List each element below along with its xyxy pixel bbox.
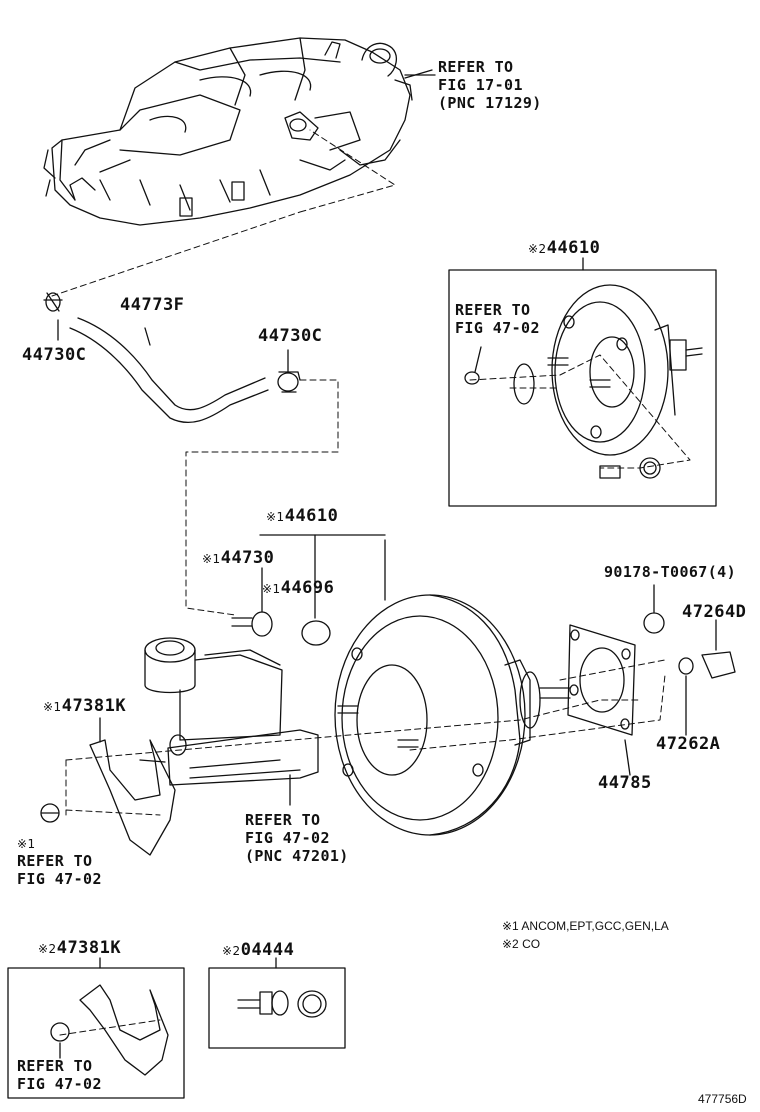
master-cylinder-drawing (144, 637, 319, 806)
part-47381k-co: ※247381K (38, 940, 121, 957)
part-47381k-co-number: 47381K (56, 938, 122, 958)
part-44773f: 44773F (120, 295, 185, 315)
ref-manifold-line3: (PNC 17129) (438, 94, 542, 112)
mark-2: ※2 (38, 942, 57, 956)
ref-left-nut: ※1 REFER TO FIG 47-02 (17, 838, 102, 887)
ref-booster-co-line2: FIG 47-02 (455, 319, 540, 337)
bracket-drawing (40, 717, 176, 856)
ref-bottom-box: REFER TO FIG 47-02 (17, 1059, 102, 1092)
diagram-id: 477756D (698, 1092, 747, 1106)
ref-manifold-line2: FIG 17-01 (438, 76, 523, 94)
gasket-plate-drawing (567, 624, 636, 776)
mark-1: ※1 (262, 582, 281, 596)
co-booster-box-drawing (448, 257, 717, 507)
mark-2: ※2 (222, 944, 241, 958)
part-47264d: 47264D (682, 602, 747, 622)
part-44610-main-number: 44610 (284, 506, 339, 526)
part-47381k: ※147381K (43, 698, 126, 715)
note-mark-2: ※2 CO (502, 937, 541, 951)
bottom-check-valve-box-drawing (208, 957, 346, 1049)
part-44610-main: ※144610 (266, 508, 338, 525)
ref-booster-co-line1: REFER TO (455, 301, 531, 319)
leaders-booster-group (231, 534, 386, 646)
part-44730-number: 44730 (220, 548, 275, 568)
part-04444: ※204444 (222, 942, 294, 959)
ref-bottom-box-line2: FIG 47-02 (17, 1075, 102, 1093)
ref-bottom-box-line1: REFER TO (17, 1057, 93, 1075)
mark-1: ※1 (266, 510, 285, 524)
leader-44773f (144, 327, 151, 346)
brake-booster-drawing (334, 539, 571, 836)
part-44610-co: ※244610 (528, 240, 600, 257)
vacuum-hose-drawing (43, 292, 301, 424)
ref-master-cylinder: REFER TO FIG 47-02 (PNC 47201) (245, 813, 349, 864)
mark-1: ※1 (43, 700, 62, 714)
part-44730c-right: 44730C (258, 326, 323, 346)
ref-manifold: REFER TO FIG 17-01 (PNC 17129) (438, 60, 542, 111)
ref-master-cylinder-line2: FIG 47-02 (245, 829, 330, 847)
note-mark-1: ※1 ANCOM,EPT,GCC,GEN,LA (502, 919, 669, 933)
bottom-bracket-box-drawing (7, 957, 185, 1099)
part-44610-co-number: 44610 (546, 238, 601, 258)
dashed-leaders (51, 129, 691, 1036)
mark-2: ※2 (528, 242, 547, 256)
part-44696-number: 44696 (280, 578, 335, 598)
part-47381k-number: 47381K (61, 696, 127, 716)
mark-1: ※1 (202, 552, 221, 566)
part-44785: 44785 (598, 773, 652, 793)
ref-booster-co: REFER TO FIG 47-02 (455, 303, 540, 336)
part-90178: 90178-T0067(4) (604, 563, 737, 581)
ref-master-cylinder-line3: (PNC 47201) (245, 847, 349, 865)
part-44730c-left: 44730C (22, 345, 87, 365)
part-47262a: 47262A (656, 734, 721, 754)
ref-left-nut-line1: REFER TO (17, 852, 93, 870)
ref-left-nut-line2: FIG 47-02 (17, 870, 102, 888)
mark-1: ※1 (17, 837, 36, 851)
ref-master-cylinder-line1: REFER TO (245, 811, 321, 829)
ref-manifold-line1: REFER TO (438, 58, 514, 76)
part-04444-number: 04444 (240, 940, 295, 960)
nuts-clevis-drawing (643, 584, 736, 736)
intake-manifold-drawing (43, 37, 433, 226)
part-44696: ※144696 (262, 580, 334, 597)
part-44730: ※144730 (202, 550, 274, 567)
